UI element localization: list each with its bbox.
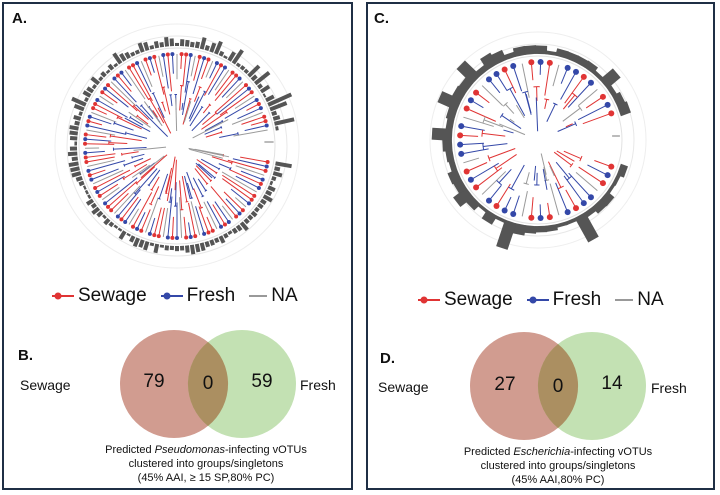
venn-count-fresh: 59	[251, 371, 273, 392]
gray-line-icon	[615, 299, 634, 301]
tree-legend: Sewage Fresh NA	[418, 289, 672, 311]
venn-count-fresh: 14	[601, 373, 623, 394]
venn-count-overlap: 0	[552, 376, 564, 397]
venn-overlap	[187, 342, 229, 426]
caption-line-1: Predicted Pseudomonas-infecting vOTUs	[105, 444, 307, 456]
panel-escherichia: C. Sewage Fresh NA D. Sewage Fresh 27 0 …	[366, 2, 715, 490]
venn-count-sewage: 79	[143, 371, 165, 392]
legend-fresh: Fresh	[160, 285, 236, 307]
legend-sewage-label: Sewage	[78, 285, 147, 306]
blue-dot-line-icon	[526, 296, 549, 304]
red-dot-line-icon	[52, 292, 74, 300]
legend-na-label: NA	[271, 285, 298, 306]
venn-diagram-escherichia	[470, 332, 646, 440]
blue-dot-line-icon	[160, 292, 183, 300]
gray-line-icon	[249, 295, 268, 297]
venn-overlap	[537, 344, 579, 428]
caption-line-2: clustered into groups/singletons	[480, 460, 636, 472]
circular-tree-pseudomonas	[49, 14, 309, 274]
panel-label-c: C.	[374, 10, 389, 27]
panel-label-b: B.	[18, 347, 33, 364]
venn-diagram-pseudomonas	[120, 330, 296, 438]
venn-caption: Predicted Pseudomonas-infecting vOTUs cl…	[86, 443, 326, 485]
venn-label-fresh: Fresh	[651, 380, 687, 396]
venn-count-overlap: 0	[202, 373, 214, 394]
legend-sewage-label: Sewage	[444, 289, 513, 310]
tree-legend: Sewage Fresh NA	[52, 285, 306, 307]
panel-label-d: D.	[380, 350, 395, 367]
caption-line-3: (45% AAI,80% PC)	[511, 474, 605, 486]
legend-na: NA	[615, 289, 664, 311]
panel-pseudomonas: A. Sewage Fresh NA B. Sewage Fresh 79 0 …	[2, 2, 353, 490]
legend-fresh-label: Fresh	[186, 285, 236, 306]
caption-line-1: Predicted Escherichia-infecting vOTUs	[463, 446, 653, 458]
legend-na-label: NA	[637, 289, 664, 310]
caption-line-2: clustered into groups/singletons	[128, 458, 284, 470]
venn-caption: Predicted Escherichia-infecting vOTUs cl…	[438, 445, 678, 487]
venn-label-fresh: Fresh	[300, 377, 336, 393]
legend-sewage: Sewage	[52, 285, 147, 307]
legend-fresh: Fresh	[526, 289, 602, 311]
legend-fresh-label: Fresh	[552, 289, 602, 310]
venn-label-sewage: Sewage	[20, 377, 71, 393]
caption-line-3: (45% AAI, ≥ 15 SP,80% PC)	[137, 472, 275, 484]
venn-label-sewage: Sewage	[378, 379, 429, 395]
legend-sewage: Sewage	[418, 289, 513, 311]
venn-count-sewage: 27	[494, 374, 516, 395]
circular-tree-escherichia	[410, 12, 680, 282]
legend-na: NA	[249, 285, 298, 307]
red-dot-line-icon	[418, 296, 440, 304]
panel-label-a: A.	[12, 10, 27, 27]
